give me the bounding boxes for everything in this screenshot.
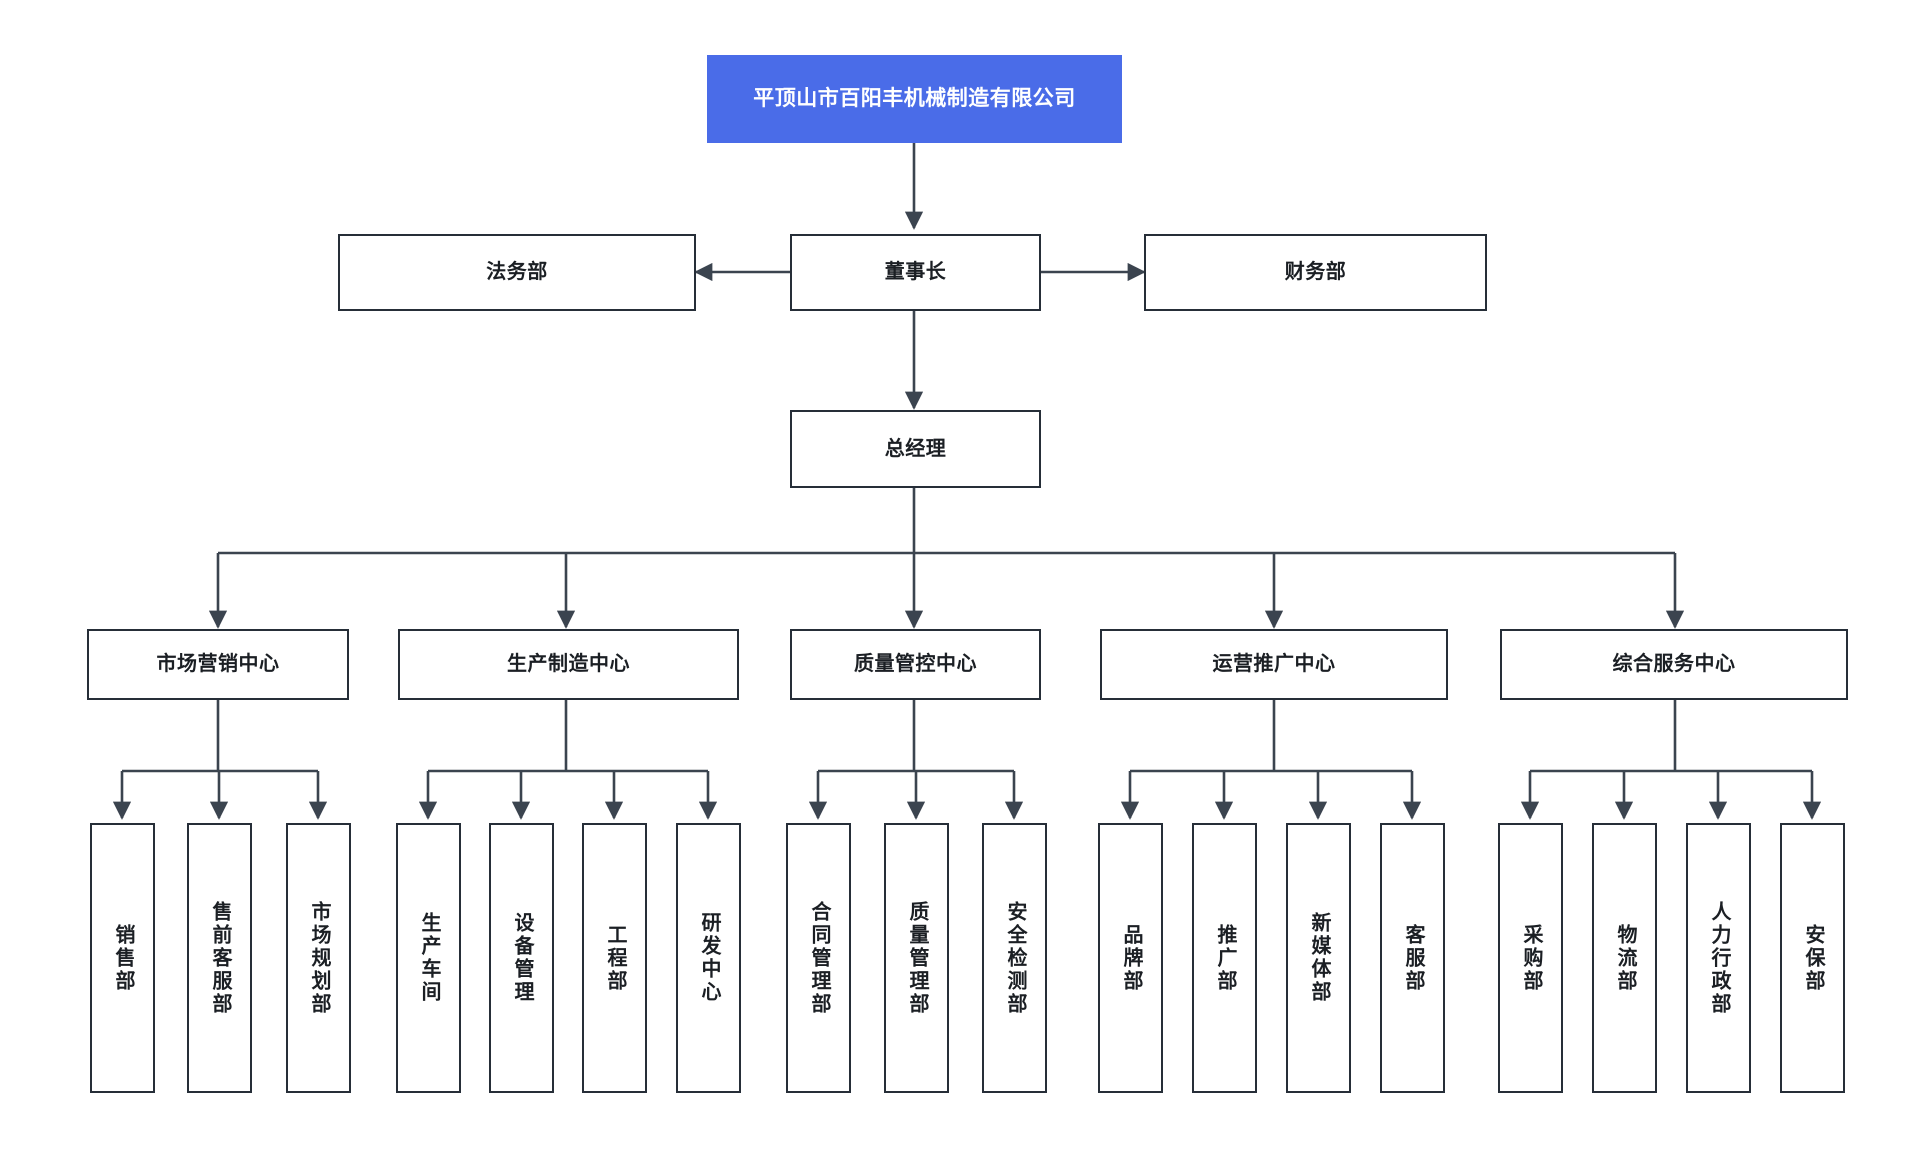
node-center-marketing-label: 市场营销中心 [156, 653, 280, 675]
node-dept-engineering-label: 工程部 [604, 923, 626, 993]
node-dept-promotion[interactable]: 推广部 [1192, 823, 1257, 1093]
node-legal-department-label: 法务部 [486, 261, 548, 283]
node-center-quality[interactable]: 质量管控中心 [790, 629, 1041, 700]
node-general-manager[interactable]: 总经理 [790, 410, 1041, 488]
node-dept-promotion-label: 推广部 [1214, 923, 1236, 993]
node-dept-security-label: 安保部 [1802, 923, 1824, 993]
node-dept-rnd-center[interactable]: 研发中心 [676, 823, 741, 1093]
node-center-services-label: 综合服务中心 [1612, 653, 1736, 675]
node-dept-quality-management-label: 质量管理部 [906, 900, 928, 1016]
node-dept-hr-administration-label: 人力行政部 [1708, 900, 1730, 1016]
node-general-manager-label: 总经理 [884, 437, 947, 460]
node-dept-logistics[interactable]: 物流部 [1592, 823, 1657, 1093]
node-finance-department-label: 财务部 [1284, 261, 1347, 283]
node-dept-brand-label: 品牌部 [1120, 923, 1142, 993]
node-dept-rnd-center-label: 研发中心 [698, 912, 720, 1004]
node-legal-department[interactable]: 法务部 [338, 234, 696, 311]
node-dept-engineering[interactable]: 工程部 [582, 823, 647, 1093]
node-dept-security[interactable]: 安保部 [1780, 823, 1845, 1093]
node-dept-sales-label: 销售部 [112, 923, 134, 993]
node-company-root[interactable]: 平顶山市百阳丰机械制造有限公司 [707, 55, 1122, 143]
node-dept-market-planning[interactable]: 市场规划部 [286, 823, 351, 1093]
node-dept-contract-management-label: 合同管理部 [808, 900, 830, 1016]
node-center-quality-label: 质量管控中心 [854, 653, 977, 675]
node-chairman[interactable]: 董事长 [790, 234, 1041, 311]
node-dept-customer-service[interactable]: 客服部 [1380, 823, 1445, 1093]
node-dept-sales[interactable]: 销售部 [90, 823, 155, 1093]
node-dept-new-media-label: 新媒体部 [1308, 912, 1330, 1004]
node-dept-customer-service-label: 客服部 [1402, 923, 1424, 993]
node-dept-safety-inspection-label: 安全检测部 [1004, 900, 1026, 1016]
node-dept-procurement[interactable]: 采购部 [1498, 823, 1563, 1093]
node-finance-department[interactable]: 财务部 [1144, 234, 1487, 311]
node-dept-production-workshop-label: 生产车间 [418, 912, 440, 1004]
node-center-manufacturing[interactable]: 生产制造中心 [398, 629, 739, 700]
node-center-marketing[interactable]: 市场营销中心 [87, 629, 349, 700]
node-chairman-label: 董事长 [884, 261, 947, 283]
node-dept-safety-inspection[interactable]: 安全检测部 [982, 823, 1047, 1093]
node-dept-brand[interactable]: 品牌部 [1098, 823, 1163, 1093]
node-dept-logistics-label: 物流部 [1614, 923, 1636, 993]
node-dept-new-media[interactable]: 新媒体部 [1286, 823, 1351, 1093]
node-dept-quality-management[interactable]: 质量管理部 [884, 823, 949, 1093]
node-center-operations-label: 运营推广中心 [1212, 653, 1336, 675]
node-dept-market-planning-label: 市场规划部 [308, 900, 330, 1016]
node-dept-production-workshop[interactable]: 生产车间 [396, 823, 461, 1093]
node-center-services[interactable]: 综合服务中心 [1500, 629, 1848, 700]
node-dept-procurement-label: 采购部 [1520, 923, 1542, 993]
node-center-manufacturing-label: 生产制造中心 [507, 653, 630, 675]
node-company-root-label: 平顶山市百阳丰机械制造有限公司 [753, 86, 1076, 110]
node-dept-presales-service[interactable]: 售前客服部 [187, 823, 252, 1093]
node-dept-contract-management[interactable]: 合同管理部 [786, 823, 851, 1093]
node-center-operations[interactable]: 运营推广中心 [1100, 629, 1448, 700]
node-dept-equipment-management[interactable]: 设备管理 [489, 823, 554, 1093]
node-dept-equipment-management-label: 设备管理 [511, 912, 533, 1004]
node-dept-presales-service-label: 售前客服部 [209, 900, 231, 1016]
node-dept-hr-administration[interactable]: 人力行政部 [1686, 823, 1751, 1093]
